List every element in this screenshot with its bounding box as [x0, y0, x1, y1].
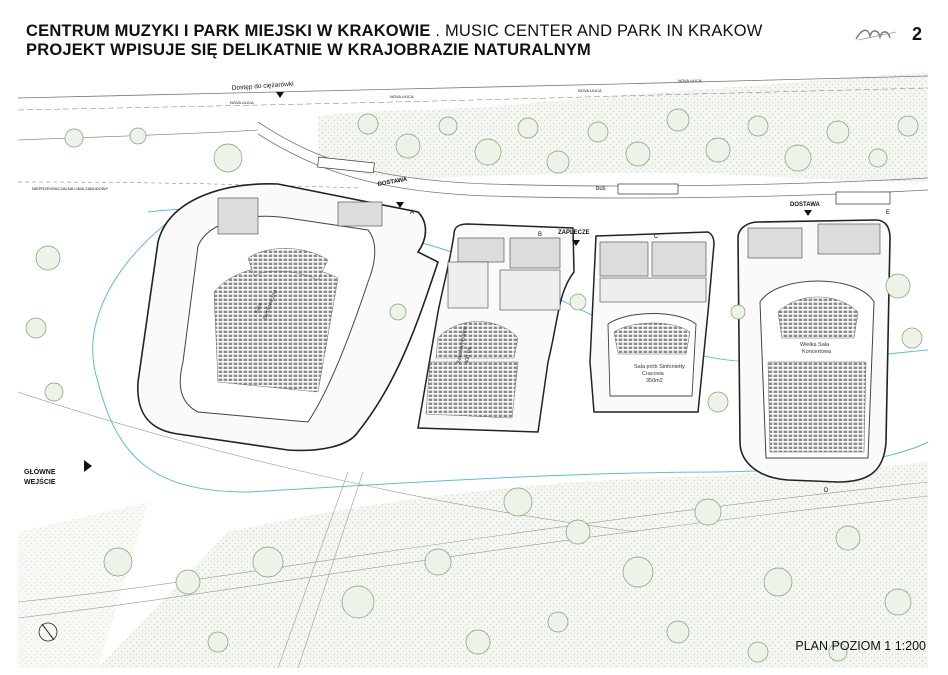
building-large-hall: Sala Symfoniczna: [137, 183, 439, 452]
delivery-label-2: DOSTAWA: [790, 202, 821, 208]
section-d-label: D: [824, 488, 829, 494]
hall-concert-label-1: Wielka Sala: [800, 342, 830, 348]
plan-scale: PLAN POZIOM 1 1:200: [795, 639, 926, 653]
logo-icon: [855, 29, 897, 41]
hall-symphony-label-1: Sala prób Sinfonietty: [634, 364, 685, 370]
building-rehearsal-hall: Sala prób Sinfonietty Cracovia 350m2: [589, 231, 715, 413]
section-a-label: A: [410, 210, 414, 216]
subtitle: PROJEKT WPISUJE SIĘ DELIKATNIE W KRAJOBR…: [26, 41, 591, 59]
title-pl: CENTRUM MUZYKI I PARK MIEJSKI W KRAKOWIE: [26, 22, 431, 40]
section-b-label: B: [538, 232, 542, 238]
trees: [25, 108, 923, 663]
section-e-label: E: [886, 210, 890, 216]
street-label-4: NOVA ULICA: [578, 88, 602, 93]
page-number: 2: [911, 24, 922, 44]
street-label-2: NOVA ULICA: [390, 94, 414, 99]
plan-labels: Dostęp do ciężarówki NOVA ULICA NOVA ULI…: [24, 78, 890, 494]
building-concert-hall: Wielka Sala Koncertowa: [737, 219, 891, 483]
delivery-markers: [84, 92, 812, 472]
north-arrow-icon: [38, 622, 58, 642]
bus-icon-2: [317, 156, 375, 174]
street-label-1: NOVA ULICA: [230, 100, 254, 105]
backstage-label: ZAPLECZE: [558, 230, 590, 236]
hall-large-label-1: Sala: [254, 301, 264, 314]
building-line-label: NIEPRZEKRACZALNA LINIA ZABUDOWY: [32, 186, 109, 191]
site-plan: Sala Symfoniczna Sala kameralna 400 os. …: [18, 72, 929, 668]
bus-icon: [617, 183, 679, 195]
park-paths: [18, 391, 929, 668]
bus-label: bus: [596, 186, 606, 192]
building-chamber-hall: Sala kameralna 400 os.: [417, 223, 575, 433]
hall-symphony-label-2: Cracovia: [642, 371, 665, 377]
title-line: CENTRUM MUZYKI I PARK MIEJSKI W KRAKOWIE…: [26, 22, 926, 41]
street-label-3: NOVA ULICA: [678, 78, 702, 83]
main-entrance-label-1: GŁÓWNE: [24, 467, 56, 476]
truck-icon: [835, 191, 891, 205]
hall-chamber-label-2: 400 os.: [464, 345, 473, 364]
truck-access-label: Dostęp do ciężarówki: [232, 81, 294, 92]
main-entrance-label-2: WEJŚCIE: [24, 477, 56, 486]
section-c-label: C: [654, 234, 659, 240]
delivery-label-1: DOSTAWA: [377, 177, 408, 188]
title-en: . MUSIC CENTER AND PARK IN KRAKOW: [435, 22, 763, 40]
hall-concert-label-2: Koncertowa: [802, 349, 832, 355]
header: CENTRUM MUZYKI I PARK MIEJSKI W KRAKOWIE…: [26, 22, 926, 60]
hall-symphony-label-3: 350m2: [646, 378, 663, 384]
